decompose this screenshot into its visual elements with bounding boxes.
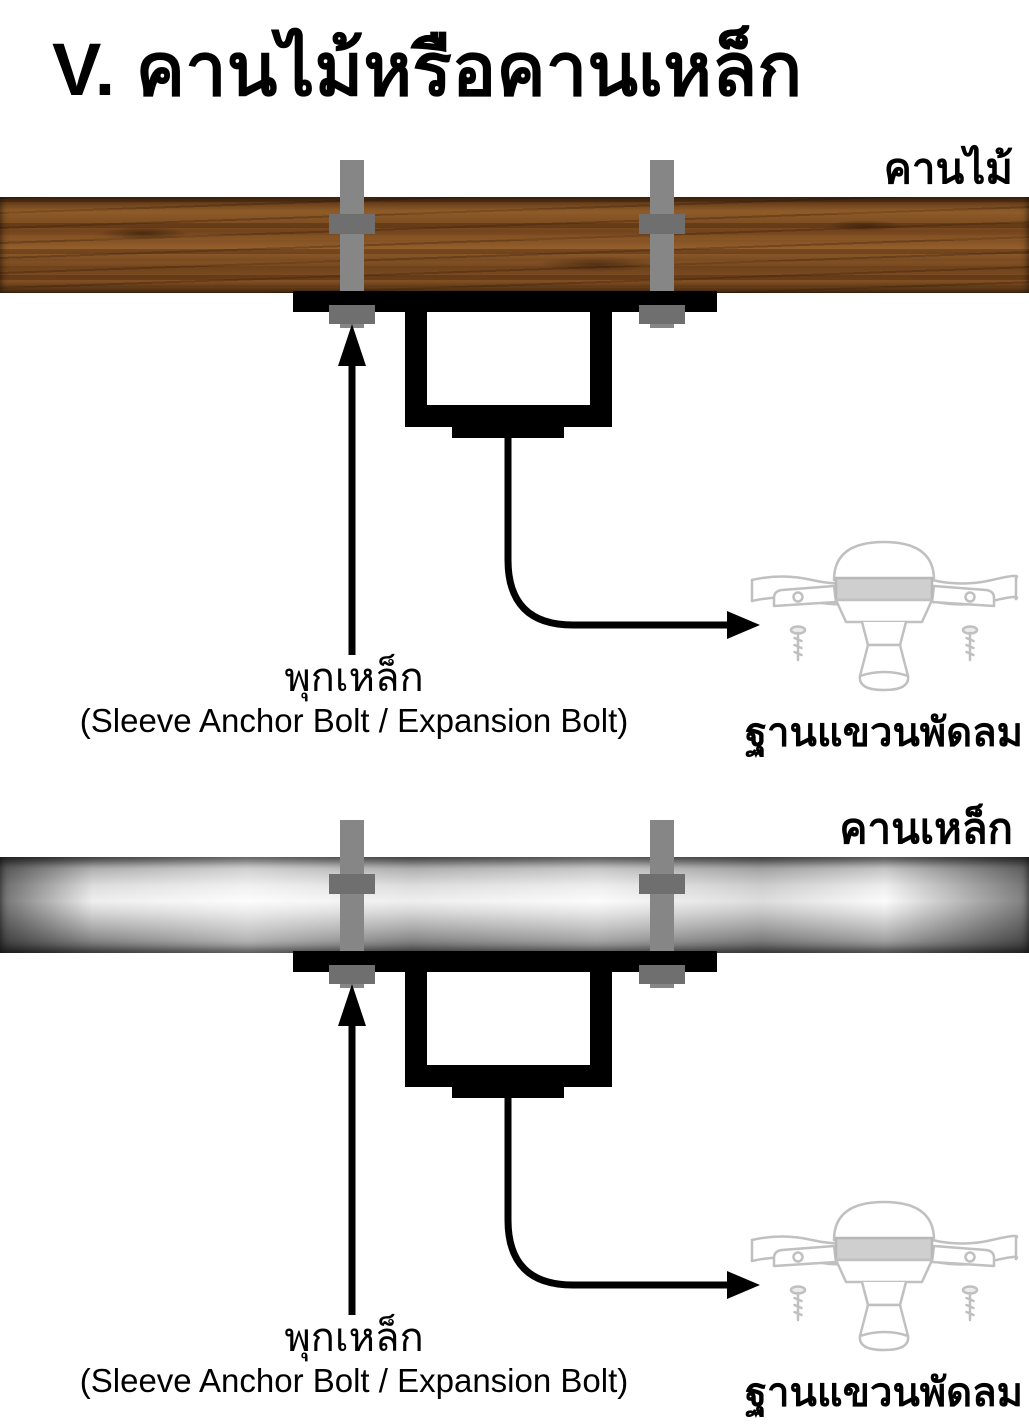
diagram-wood-beam: คานไม้: [0, 130, 1029, 790]
wood-beam: [0, 197, 1029, 293]
bolt-washer: [639, 214, 685, 234]
page-title: V. คานไม้หรือคานเหล็ก: [52, 28, 803, 111]
beam-label-wood: คานไม้: [883, 145, 1013, 192]
anchor-label-english: (Sleeve Anchor Bolt / Expansion Bolt): [79, 1362, 629, 1399]
anchor-label-thai: พุกเหล็ก: [284, 1316, 424, 1360]
beam-label-steel: คานเหล็ก: [839, 805, 1013, 852]
fan-mount-base-illustration: [750, 1200, 1019, 1352]
anchor-label-english: (Sleeve Anchor Bolt / Expansion Bolt): [79, 702, 629, 739]
fan-mount-base-illustration: [750, 540, 1019, 692]
steel-beam: [0, 857, 1029, 953]
bracket-and-arrows-overlay: [293, 291, 760, 655]
arrow-up-to-bolt: [338, 984, 366, 1315]
arrow-to-mount-base: [504, 438, 760, 639]
mounting-bracket-shape: [293, 951, 717, 1098]
anchor-label-thai: พุกเหล็ก: [284, 656, 424, 700]
bolt-nuts: [329, 305, 685, 324]
arrow-to-mount-base: [504, 1098, 760, 1299]
bolt-nuts: [329, 965, 685, 984]
diagram-steel-beam: คานเหล็ก: [0, 790, 1029, 1428]
mount-base-label: ฐานแขวนพัดลม: [744, 711, 1024, 755]
bolt-washer: [329, 214, 375, 234]
mount-base-label: ฐานแขวนพัดลม: [744, 1371, 1024, 1415]
mounting-bracket-shape: [293, 291, 717, 438]
bracket-and-arrows-overlay: [293, 951, 760, 1315]
arrow-up-to-bolt: [338, 324, 366, 655]
bolt-washer: [329, 874, 375, 894]
bolt-washer: [639, 874, 685, 894]
